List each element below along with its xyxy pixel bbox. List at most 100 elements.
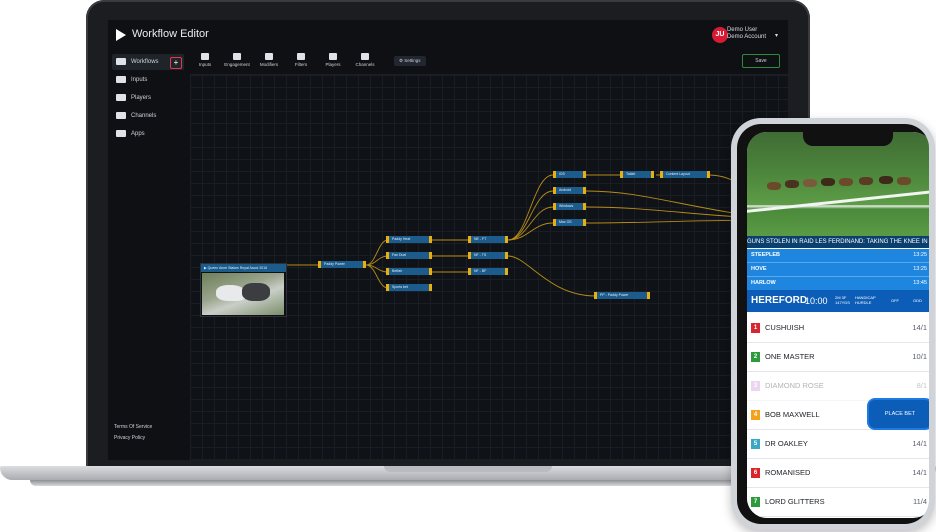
laptop-base [0,466,936,480]
sidebar-item-players[interactable]: Players [112,90,184,106]
runner-odds[interactable]: 14/1 [912,323,927,332]
input-node-label: Queen Anne Stakes Royal Ascot 2016 [207,266,268,270]
horse-image [859,177,873,185]
user-name: Demo User [726,27,758,33]
horse-image [767,182,781,190]
node-pp-paddy-power[interactable]: PP - Paddy Power [594,292,650,299]
runner-name: DIAMOND ROSE [765,381,824,390]
app-topbar: Workflow Editor JU Demo User Demo Accoun… [108,20,788,51]
runner-name: DR OAKLEY [765,439,808,448]
runner-odds[interactable]: 14/1 [912,468,927,477]
settings-button[interactable]: ⚙ Settings [394,56,426,66]
node-sports-bet[interactable]: Sports bet [386,284,432,291]
race-title: HEREFORD [751,295,808,306]
workflow-connections [285,174,788,297]
tool-players[interactable]: Players [318,53,348,67]
node-content-layout[interactable]: Content Layout [660,171,710,178]
privacy-link[interactable]: Privacy Policy [114,435,146,441]
chevron-down-icon[interactable]: ▾ [774,33,778,39]
runner-odds[interactable]: 14/1 [912,439,927,448]
sidebar-item-apps[interactable]: Apps [112,126,184,142]
race-video[interactable] [747,132,929,236]
tool-inputs[interactable]: Inputs [190,53,220,67]
tool-engagement[interactable]: Engagement [222,53,252,67]
phone-screen: GUNS STOLEN IN RAID LES FERDINAND: TAKIN… [747,132,929,518]
laptop-base-shadow [30,480,906,486]
sidebar-item-workflows[interactable]: Workflows + [112,54,184,70]
add-workflow-button[interactable]: + [170,57,182,69]
runner-row[interactable]: 1 CUSHUISH 14/1 [747,314,929,343]
race-time: 13:25 [913,266,927,272]
play-icon [329,53,337,60]
settings-label: Settings [404,58,421,63]
node-paddy-power[interactable]: Paddy Power [318,261,366,268]
sidebar-item-channels[interactable]: Channels [112,108,184,124]
horse-image [785,180,799,188]
race-odd-label: ODD [913,298,922,303]
tool-label: Players [325,62,341,67]
runner-number: 7 [751,497,760,507]
runner-row[interactable]: 3 DIAMOND ROSE 8/1 [747,372,929,401]
tool-channels[interactable]: Channels [350,53,380,67]
workflow-canvas[interactable] [190,75,788,460]
news-ticker: GUNS STOLEN IN RAID LES FERDINAND: TAKIN… [747,236,929,248]
phone-frame: GUNS STOLEN IN RAID LES FERDINAND: TAKIN… [731,118,935,530]
runner-number: 4 [751,410,760,420]
tool-label: Engagement [224,62,250,67]
node-android[interactable]: Android [553,187,586,194]
track-rail [747,190,929,213]
horse-image [839,178,853,186]
node-ios[interactable]: iOS [553,171,586,178]
horse-image [803,179,817,187]
runner-name: ROMANISED [765,468,811,477]
save-button[interactable]: Save [742,54,780,68]
node-windows[interactable]: Windows [553,203,586,210]
place-bet-button[interactable]: PLACE BET [869,400,929,428]
input-node[interactable]: ▶ Queen Anne Stakes Royal Ascot 2016 [200,263,287,317]
horse-image [216,285,246,301]
node-mac-os[interactable]: Mac OS [553,219,586,226]
node-nf-ts[interactable]: NF - TS [468,252,508,259]
runner-number: 5 [751,439,760,449]
tool-modifiers[interactable]: Modifiers [254,53,284,67]
runner-number: 6 [751,468,760,478]
node-paddy-heat[interactable]: Paddy Heat [386,236,432,243]
runner-name: CUSHUISH [765,323,805,332]
node-tablet[interactable]: Tablet [620,171,654,178]
terms-link[interactable]: Terms Of Service [114,424,153,430]
runner-name: LORD GLITTERS [765,497,825,506]
node-nf-bf[interactable]: NF - BF [468,268,508,275]
sidebar-item-inputs[interactable]: Inputs [112,72,184,88]
runner-row[interactable]: 2 ONE MASTER 10/1 [747,343,929,372]
runner-odds[interactable]: 8/1 [916,381,927,390]
phone-notch [803,132,893,146]
avatar[interactable]: JU [712,27,728,43]
horse-image [879,176,893,184]
node-fan-duel[interactable]: Fan Duel [386,252,432,259]
user-menu[interactable]: Demo User Demo Account [727,27,766,41]
tool-label: Filters [294,62,308,67]
sidebar-item-label: Workflows [131,59,159,65]
filter-icon [297,53,305,60]
monitor-icon [361,53,369,60]
grid-icon [116,129,126,137]
race-header: HEREFORD 10:00 2M 3F 147YDS HANDICAP HUR… [747,290,929,312]
tool-label: Inputs [198,62,212,67]
input-node-title: ▶ Queen Anne Stakes Royal Ascot 2016 [201,264,286,272]
sidebar-item-label: Players [131,95,152,101]
runner-row[interactable]: 7 LORD GLITTERS 11/4 [747,488,929,517]
runner-odds[interactable]: 11/4 [912,497,927,506]
gear-icon: ⚙ [399,58,405,63]
tool-label: Channels [355,62,375,67]
node-ne-ft[interactable]: NE - FT [468,236,508,243]
race-name: HARLOW [751,280,776,286]
runner-odds[interactable]: 10/1 [912,352,927,361]
horse-image [821,178,835,186]
tool-filters[interactable]: Filters [286,53,316,67]
runner-row[interactable]: 5 DR OAKLEY 14/1 [747,430,929,459]
node-betfair[interactable]: Betfair [386,268,432,275]
runner-row[interactable]: 6 ROMANISED 14/1 [747,459,929,488]
